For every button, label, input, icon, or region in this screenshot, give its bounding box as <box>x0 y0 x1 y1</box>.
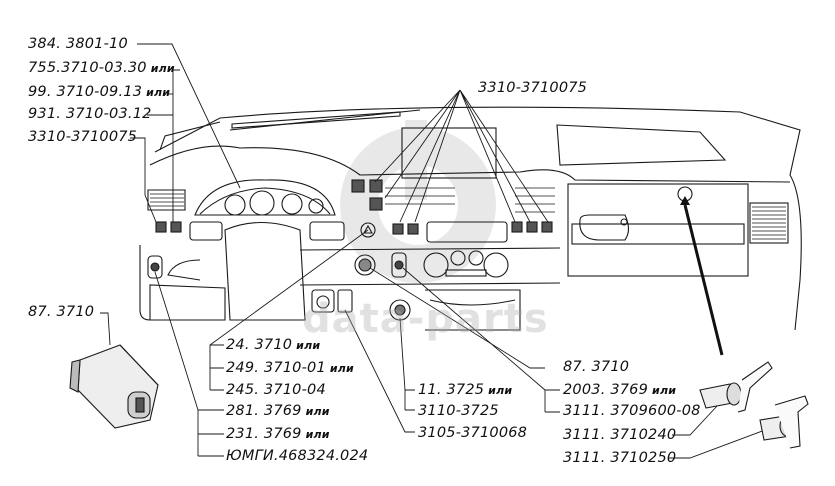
part-number: 87. 3710 <box>563 359 630 375</box>
part-number: ЮМГИ.468324.024 <box>226 448 369 464</box>
or-text: или <box>146 86 171 99</box>
instrument-cluster <box>194 179 336 216</box>
lamp-3111-3710240 <box>699 361 773 413</box>
part-number: 245. 3710-04 <box>226 382 326 398</box>
part-number: 249. 3710-01 <box>226 360 326 376</box>
callout-label: 3105-3710068 <box>418 425 527 441</box>
part-number: 281. 3769 <box>226 403 302 419</box>
arrowhead <box>680 196 690 205</box>
part-number: 3110-3725 <box>418 403 499 419</box>
or-text: или <box>296 339 321 352</box>
callout-label: 87. 3710 <box>563 359 629 375</box>
callout-label: 87. 3710 <box>28 304 94 320</box>
switch-module-87-3710 <box>69 344 159 429</box>
or-text: или <box>652 384 677 397</box>
watermark-logo <box>340 120 496 283</box>
or-text: или <box>329 362 354 375</box>
callout-label: 3111. 3710240 <box>563 427 676 443</box>
part-number: 87. 3710 <box>28 304 95 320</box>
part-number: 384. 3801-10 <box>28 36 128 52</box>
center-console <box>299 179 561 331</box>
right-air-vent <box>749 202 789 244</box>
part-number: 11. 3725 <box>418 382 485 398</box>
part-number: 3310-3710075 <box>28 129 138 145</box>
part-number: 231. 3769 <box>226 426 302 442</box>
or-text: или <box>488 384 513 397</box>
glovebox <box>567 183 749 277</box>
callout-label: 931. 3710-03.12 <box>28 106 152 122</box>
callout-label: 3310-3710075 <box>478 80 587 96</box>
lamp-3111-3710250 <box>759 395 809 449</box>
callout-label: 3111. 3709600-08 <box>563 403 701 419</box>
part-number: 3111. 3709600-08 <box>563 403 701 419</box>
part-number: 931. 3710-03.12 <box>28 106 152 122</box>
callout-label: 3310-3710075 <box>28 129 137 145</box>
or-text: или <box>305 428 330 441</box>
watermark-text: data-parts <box>302 296 549 342</box>
part-number: 755.3710-03.30 <box>28 60 147 76</box>
part-number: 99. 3710-09.13 <box>28 84 143 100</box>
left-switches <box>147 221 182 279</box>
callout-label: 3111. 3710250 <box>563 450 676 466</box>
part-number: 3105-3710068 <box>418 425 528 441</box>
callout-label: 245. 3710-04 <box>226 382 326 398</box>
callout-label: 3110-3725 <box>418 403 499 419</box>
callout-label: ЮМГИ.468324.024 <box>226 448 368 464</box>
callout-label: 384. 3801-10 <box>28 36 128 52</box>
part-number: 3111. 3710250 <box>563 450 677 466</box>
part-number: 3310-3710075 <box>478 80 588 96</box>
part-number: 3111. 3710240 <box>563 427 677 443</box>
pointer-arrow <box>683 204 724 356</box>
left-air-vent <box>147 189 186 211</box>
or-text: или <box>305 405 330 418</box>
leader-lines <box>100 43 766 459</box>
or-text: или <box>150 62 175 75</box>
part-number: 24. 3710 <box>226 337 293 353</box>
part-number: 2003. 3769 <box>563 382 649 398</box>
